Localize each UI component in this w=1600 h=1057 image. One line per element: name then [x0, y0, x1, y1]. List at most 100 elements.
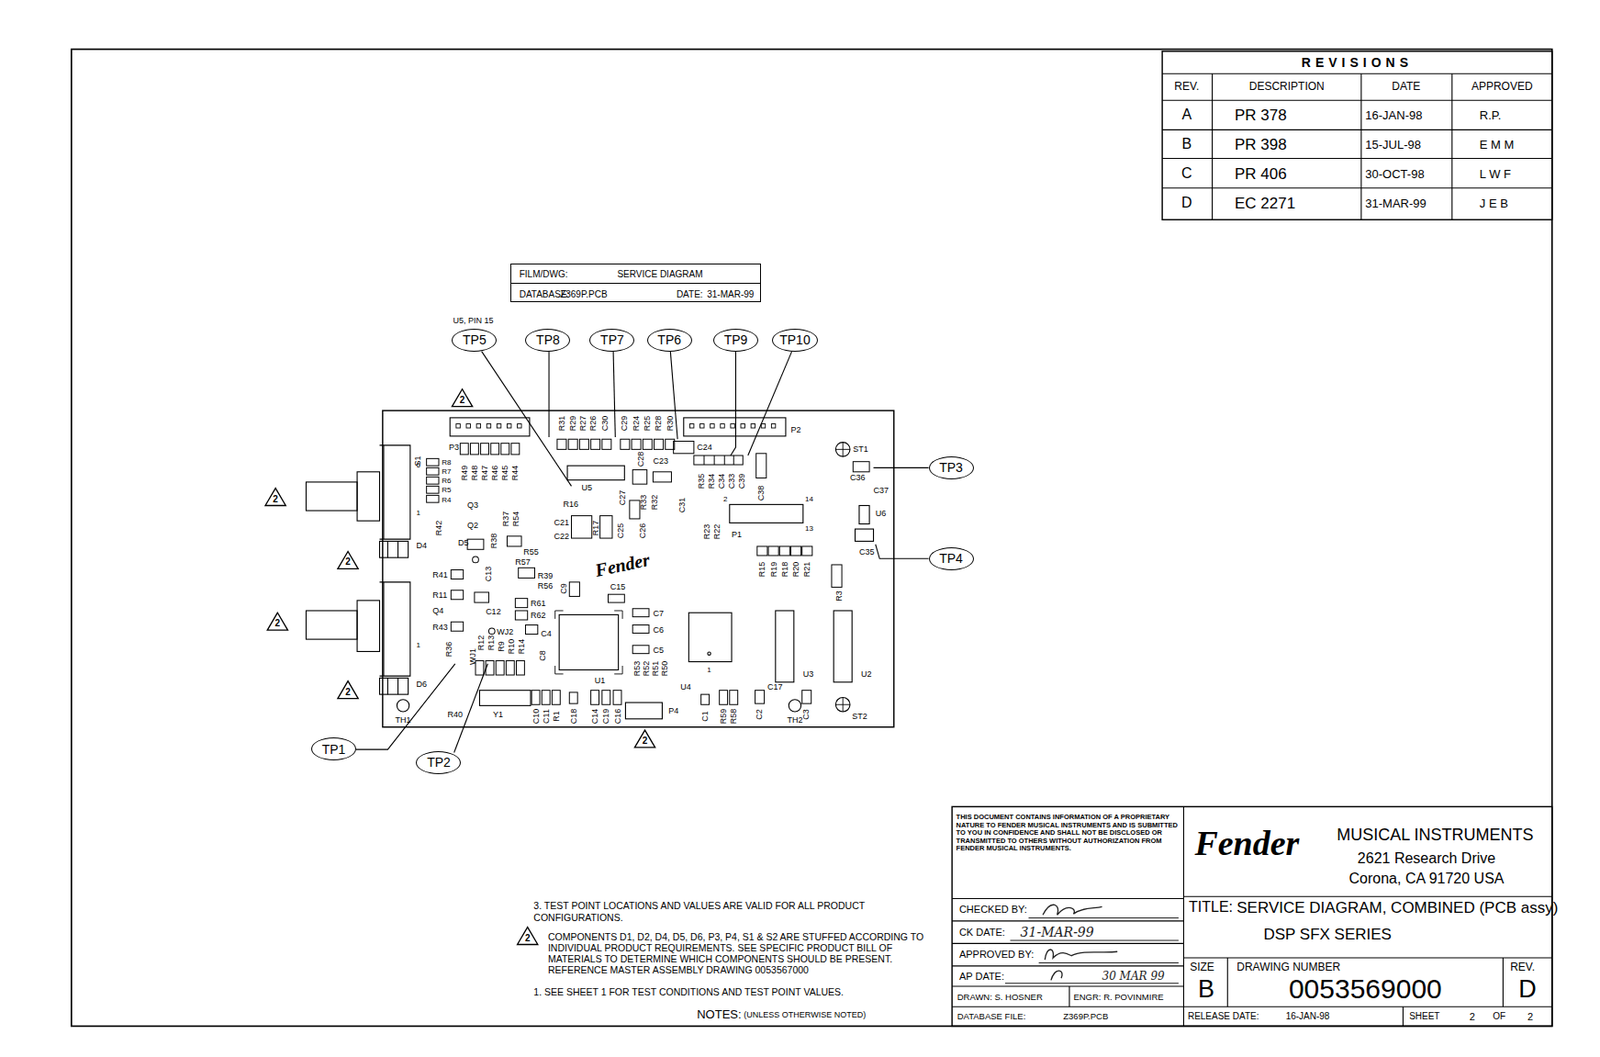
test-point: TP2: [415, 750, 461, 774]
label-text: R56: [537, 581, 554, 591]
component-label: C3: [802, 708, 811, 720]
label-text: C22: [554, 531, 571, 540]
component-label: R18: [780, 561, 789, 578]
label-text: SHEET: [1409, 1011, 1440, 1021]
component-label: C31: [677, 497, 686, 514]
label-text: C24: [696, 442, 713, 451]
label-text: R.P.: [1479, 108, 1502, 121]
label-text: DATABASE FILE:: [957, 1011, 1027, 1021]
label-text: 30 MAR 99: [1102, 970, 1165, 982]
component-label: R32: [649, 494, 659, 511]
label-text: CK DATE:: [959, 926, 1006, 937]
label-text: 2: [275, 618, 281, 628]
component-label: R46: [491, 464, 500, 481]
label-text: U6: [875, 509, 887, 518]
label-text: TH1: [395, 715, 412, 724]
label-text: C4: [540, 629, 552, 638]
label-text: C35: [859, 548, 875, 557]
component-label: R24: [631, 415, 640, 432]
component-label: C14: [591, 708, 600, 725]
component-label: C26: [638, 523, 648, 539]
box-text: FILM/DWG:: [519, 269, 569, 280]
label-text: 0053569000: [1288, 974, 1443, 1003]
component-label: C1: [701, 711, 710, 723]
component-label: R10: [506, 637, 515, 654]
component-label: R47: [481, 464, 490, 481]
label-text: C12: [485, 606, 502, 616]
label-text: R7: [441, 468, 451, 476]
label-text: REV.: [1510, 961, 1535, 973]
component-label: R30: [666, 415, 675, 432]
label-text: C17: [767, 682, 784, 692]
component-label: R52: [641, 660, 650, 677]
label-text: 3. TEST POINT LOCATIONS AND VALUES ARE V…: [533, 899, 886, 922]
label-text: 1: [416, 641, 421, 649]
component-label: R59: [719, 708, 728, 725]
component-label: R13: [486, 635, 495, 651]
component-label: C19: [602, 708, 611, 725]
test-point: TP6: [647, 328, 693, 352]
label-text: PR 398: [1234, 135, 1287, 152]
component-label: WJ1: [468, 648, 477, 665]
component-label: C25: [615, 523, 625, 539]
test-point: TP3: [928, 456, 974, 480]
label-text: 16-JAN-98: [1365, 108, 1422, 121]
label-text: 2: [642, 736, 649, 746]
box-text: 31-MAR-99: [706, 290, 754, 300]
component-label: R34: [706, 472, 716, 489]
component-label: R45: [501, 464, 510, 481]
label-text: C: [1181, 166, 1193, 181]
label-text: B: [1197, 976, 1215, 1002]
component-label: R20: [792, 561, 801, 578]
label-text: ENGR: R. POVINMIRE: [1073, 992, 1164, 1002]
test-point: TP9: [713, 328, 759, 352]
label-text: 31-MAR-99: [1020, 925, 1095, 939]
test-point: TP4: [928, 547, 974, 571]
label-text: E M M: [1479, 137, 1515, 150]
component-label: R19: [769, 561, 778, 578]
component-label: C34: [716, 472, 726, 489]
label-text: 15-JUL-98: [1365, 137, 1421, 150]
label-text: U2: [861, 669, 873, 678]
label-text: U5: [581, 483, 594, 493]
label-text: C6: [652, 625, 664, 634]
label-text: L W F: [1479, 167, 1511, 180]
label-text: D5: [458, 538, 470, 548]
component-label: R12: [476, 635, 485, 651]
label-text: 2: [1527, 1011, 1533, 1022]
test-point-label: TP4: [939, 551, 963, 565]
label-text: R40: [447, 710, 464, 719]
label-text: 2: [1469, 1011, 1476, 1022]
component-label: R29: [568, 415, 577, 432]
box-text: SERVICE DIAGRAM: [616, 269, 703, 280]
label-text: OF: [1492, 1011, 1506, 1021]
label-text: C5: [652, 646, 664, 655]
label-text: DATE: [1391, 80, 1421, 92]
label-text: PR 406: [1234, 165, 1287, 181]
divider-line: [511, 282, 761, 284]
component-label: C2: [755, 708, 764, 720]
label-text: Q4: [432, 605, 444, 615]
component-label: C38: [757, 485, 766, 502]
label-text: PR 378: [1234, 106, 1287, 123]
title-box: FILM/DWG:SERVICE DIAGRAMDATABASE:Z369P.P…: [510, 263, 761, 303]
label-text: U1: [594, 676, 606, 685]
label-text: ST1: [852, 445, 869, 454]
component-label: C29: [620, 415, 629, 432]
component-label: C13: [484, 565, 493, 582]
component-label: C33: [727, 472, 737, 489]
label-text: U5, PIN 15: [453, 316, 494, 325]
component-label: R54: [512, 510, 521, 526]
label-text: D6: [416, 679, 428, 688]
label-text: R8: [441, 458, 451, 467]
label-text: 16-JAN-98: [1286, 1011, 1331, 1021]
label-text: D: [1181, 195, 1193, 211]
label-text: J E B: [1479, 197, 1509, 210]
label-text: SIZE: [1189, 961, 1215, 973]
label-text: A: [1181, 107, 1192, 123]
component-label: R28: [653, 415, 662, 432]
label-text: 13: [805, 525, 814, 533]
label-text: SERVICE DIAGRAM, COMBINED (PCB assy): [1236, 899, 1558, 916]
label-text: REV.: [1174, 80, 1199, 92]
